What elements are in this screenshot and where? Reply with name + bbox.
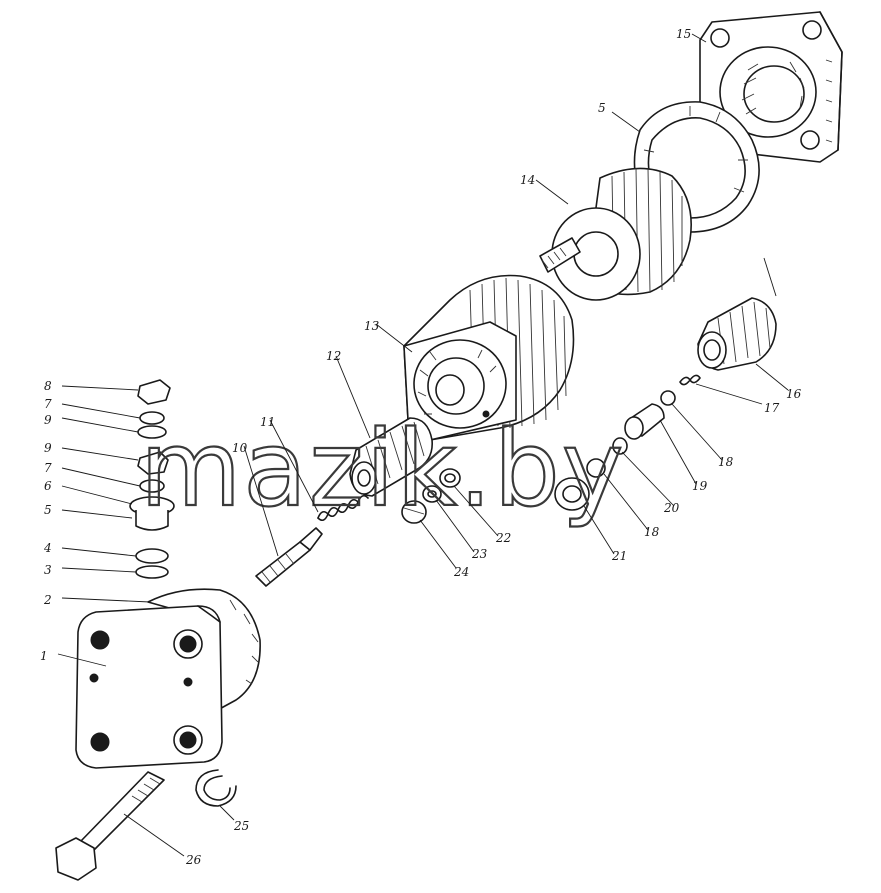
part-25-snap-ring — [195, 769, 237, 807]
callout-labels: 15 5 14 13 12 11 10 16 17 18 19 20 18 21… — [40, 27, 802, 867]
watermark-text: mazik.by — [140, 408, 625, 530]
callout-11: 11 — [260, 415, 275, 429]
callout-5-upper: 5 — [598, 101, 606, 115]
part-18-ball-lower — [586, 458, 606, 478]
callout-15: 15 — [676, 27, 691, 41]
callout-21: 21 — [611, 549, 627, 563]
part-24-ball — [401, 500, 427, 524]
part-18-ball-upper — [660, 390, 676, 406]
callout-9-upper: 9 — [44, 413, 52, 427]
part-9-nut-lower — [137, 451, 169, 475]
callout-18-upper: 18 — [718, 455, 734, 469]
part-8-nut — [137, 379, 171, 405]
part-21-plug — [554, 477, 590, 511]
callout-18-lower: 18 — [644, 525, 660, 539]
part-19-valve — [624, 403, 665, 440]
part-26-bolt — [55, 771, 165, 881]
part-2-gasket-lower — [147, 588, 261, 713]
callout-6: 6 — [44, 479, 52, 493]
callout-4: 4 — [43, 541, 52, 555]
callout-23: 23 — [471, 547, 488, 561]
callout-24: 24 — [453, 565, 469, 579]
part-17-spring — [679, 374, 701, 386]
callout-10: 10 — [232, 441, 248, 455]
callout-17: 17 — [764, 401, 780, 415]
part-23-ring — [422, 485, 442, 503]
callout-9-lower: 9 — [44, 441, 52, 455]
callout-25: 25 — [233, 819, 249, 833]
part-4-gasket — [135, 548, 169, 564]
part-10-valve-stem — [255, 527, 323, 587]
callout-3: 3 — [44, 563, 52, 577]
callout-5: 5 — [44, 503, 52, 517]
callout-7-lower: 7 — [44, 461, 52, 475]
part-1-front-cover — [75, 605, 223, 769]
leader-lines — [57, 33, 789, 857]
callout-26: 26 — [185, 853, 202, 867]
part-11-spring — [317, 494, 369, 522]
part-16-bushing — [697, 297, 777, 371]
part-20-seat — [612, 437, 628, 455]
callout-7-upper: 7 — [44, 397, 52, 411]
part-3-gasket — [135, 565, 169, 579]
part-13-pump-housing — [403, 274, 575, 441]
callout-22: 22 — [495, 531, 511, 545]
callout-19: 19 — [692, 479, 708, 493]
part-6-cap — [129, 496, 175, 531]
part-12-drive-gear — [349, 417, 433, 497]
part-14-driven-gear — [539, 167, 692, 301]
callout-20: 20 — [663, 501, 680, 515]
callout-16: 16 — [786, 387, 802, 401]
callout-2: 2 — [43, 593, 52, 607]
callout-14: 14 — [520, 173, 535, 187]
callout-13: 13 — [364, 319, 380, 333]
callout-12: 12 — [326, 349, 341, 363]
callout-8: 8 — [44, 379, 52, 393]
callout-1: 1 — [40, 649, 48, 663]
part-22-ring — [439, 468, 461, 488]
